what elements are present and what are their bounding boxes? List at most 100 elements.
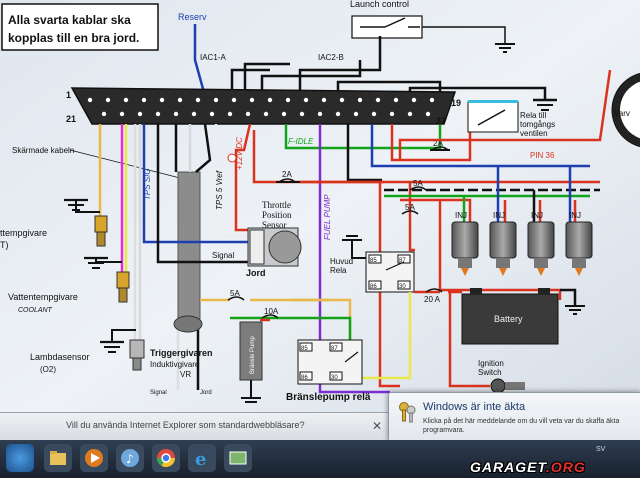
pump-relay-87: 87	[331, 346, 338, 352]
svg-text:e: e	[195, 449, 206, 470]
ie-default-browser-bar[interactable]: Vill du använda Internet Explorer som st…	[0, 412, 390, 441]
tps-5v-label: TPS 5 Vref	[215, 170, 224, 210]
lambda-label-2: (O2)	[40, 365, 56, 374]
folder-icon	[50, 451, 66, 465]
top-wires	[193, 24, 557, 111]
battery: Battery	[461, 288, 559, 345]
fuse-5a-1: 5A	[409, 179, 427, 191]
trigger-label-3: VR	[180, 370, 191, 379]
idle-relay-wires	[252, 124, 590, 394]
music-icon: ♪	[121, 449, 139, 467]
taskbar-item-media[interactable]	[80, 444, 108, 472]
pin-21-label: 21	[66, 114, 76, 124]
start-button[interactable]	[6, 444, 34, 472]
fuel-pump-box-label: Bränsle Pump	[250, 336, 256, 374]
ground-note-box: Alla svarta kablar ska kopplas till en b…	[1, 3, 159, 51]
system-tray-language[interactable]: SV	[596, 446, 606, 453]
trigger-label-2: Induktivgivare	[150, 360, 200, 369]
ie-bar-text: Vill du använda Internet Explorer som st…	[66, 420, 305, 430]
pump-relay-86: 86	[301, 375, 308, 381]
tachometer-label: Varv	[614, 109, 630, 118]
close-icon[interactable]: ✕	[372, 419, 383, 433]
fuel-pump-ground	[241, 380, 261, 403]
main-relay: 85 87 86 30	[365, 251, 415, 293]
injector-1-label: INJ	[455, 211, 467, 220]
coolant-label: COOLANT	[18, 307, 53, 314]
taskbar-item-photo[interactable]	[224, 444, 252, 472]
fuse-10a: 10A	[261, 307, 279, 319]
fuse-2a-mid: 2A	[276, 170, 300, 183]
injector-2: INJ	[489, 211, 517, 276]
tachometer: Varv	[611, 72, 640, 148]
main-relay-ground	[342, 235, 366, 259]
fuse-5a-3: 5A	[227, 289, 245, 301]
taskbar-item-itunes[interactable]: ♪	[116, 444, 144, 472]
injector-3-label: INJ	[531, 211, 543, 220]
watermark-brand: GARAGET	[470, 459, 546, 475]
keys-icon	[399, 402, 416, 423]
power-distribution-wires	[300, 69, 612, 388]
iac1-label: IAC1-A	[200, 53, 226, 62]
wiring-diagram: Alla svarta kablar ska kopplas till en b…	[0, 0, 640, 440]
water-temp-sensor	[84, 256, 130, 303]
fuel-pump-relay-label: Bränslepump relä	[286, 392, 371, 403]
throttle-position-sensor	[247, 227, 302, 267]
sensor-wires	[98, 123, 252, 342]
throttle-label-1: Throttle	[262, 200, 291, 210]
fuel-pump-wire-label: FUEL PUMP	[323, 194, 332, 240]
tps-sig-label: TPS SIG	[143, 168, 152, 200]
throttle-label-2: Position	[262, 210, 292, 220]
idle-relay-label-3: ventilen	[520, 129, 548, 138]
idle-valve-relay	[467, 100, 519, 133]
ignition-label-2: Switch	[478, 368, 502, 377]
main-relay-85: 85	[370, 258, 377, 264]
notification-text: Klicka på det här meddelande om du vill …	[423, 418, 620, 434]
tps-ground-label: Jord	[246, 268, 266, 278]
watermark-suffix: .ORG	[545, 459, 586, 475]
chrome-icon	[157, 449, 175, 468]
fuse-10a-label: 10A	[264, 307, 279, 316]
fuse-2a-top-label: 2A	[433, 139, 443, 148]
main-relay-label-1: Huvud	[330, 257, 353, 266]
taskbar-item-explorer[interactable]	[44, 444, 72, 472]
fuel-pump-wires	[200, 292, 412, 380]
fuel-pump-relay: 85 87 86 30	[297, 339, 363, 385]
shielded-cable	[177, 171, 201, 323]
idle-relay-label-1: Rela till	[520, 111, 546, 120]
taskbar-item-ie[interactable]: e	[188, 444, 216, 472]
internet-explorer-icon: e	[195, 449, 206, 470]
water-temp-label: Vattentempgivare	[8, 292, 78, 302]
launch-control-switch: Launch control	[350, 0, 515, 53]
lambda-sensor	[100, 329, 145, 371]
injector-4: INJ	[565, 211, 593, 276]
fuel-pump-box: Bränsle Pump	[239, 321, 263, 381]
main-relay-label-2: Rela	[330, 266, 347, 275]
notification-title: Windows är inte äkta	[423, 401, 526, 413]
taskbar-item-chrome[interactable]	[152, 444, 180, 472]
battery-ground	[565, 305, 585, 315]
fuse-5a-3-label: 5A	[230, 289, 240, 298]
windows-genuine-notification[interactable]: Windows är inte äkta Klicka på det här m…	[388, 392, 640, 442]
injector-4-label: INJ	[569, 211, 581, 220]
12v-label: +12V-DC	[235, 137, 244, 170]
pin-19-label: 19	[451, 98, 461, 108]
reserv-label: Reserv	[178, 12, 207, 22]
injector-3: INJ	[527, 211, 555, 276]
pin-37-label: 37	[436, 116, 446, 126]
lambda-label-1: Lambdasensor	[30, 352, 90, 362]
injector-1: INJ	[451, 211, 479, 276]
idle-relay-label-2: tomgångs	[520, 120, 555, 129]
ignition-label-1: Ignition	[478, 359, 504, 368]
pump-relay-85: 85	[301, 346, 308, 352]
iac2-label: IAC2-B	[318, 53, 344, 62]
ground-note-line-1: Alla svarta kablar ska	[8, 13, 131, 27]
garaget-watermark: GARAGET.ORG	[470, 459, 586, 475]
main-relay-86: 86	[370, 284, 377, 290]
f-idle-label: F-IDLE	[288, 137, 314, 146]
trigger-label-1: Triggergivaren	[150, 348, 213, 358]
image-icon	[229, 451, 247, 465]
svg-text:♪: ♪	[126, 452, 134, 466]
ground-note-line-2: kopplas till en bra jord.	[8, 31, 139, 45]
play-icon	[85, 449, 103, 467]
